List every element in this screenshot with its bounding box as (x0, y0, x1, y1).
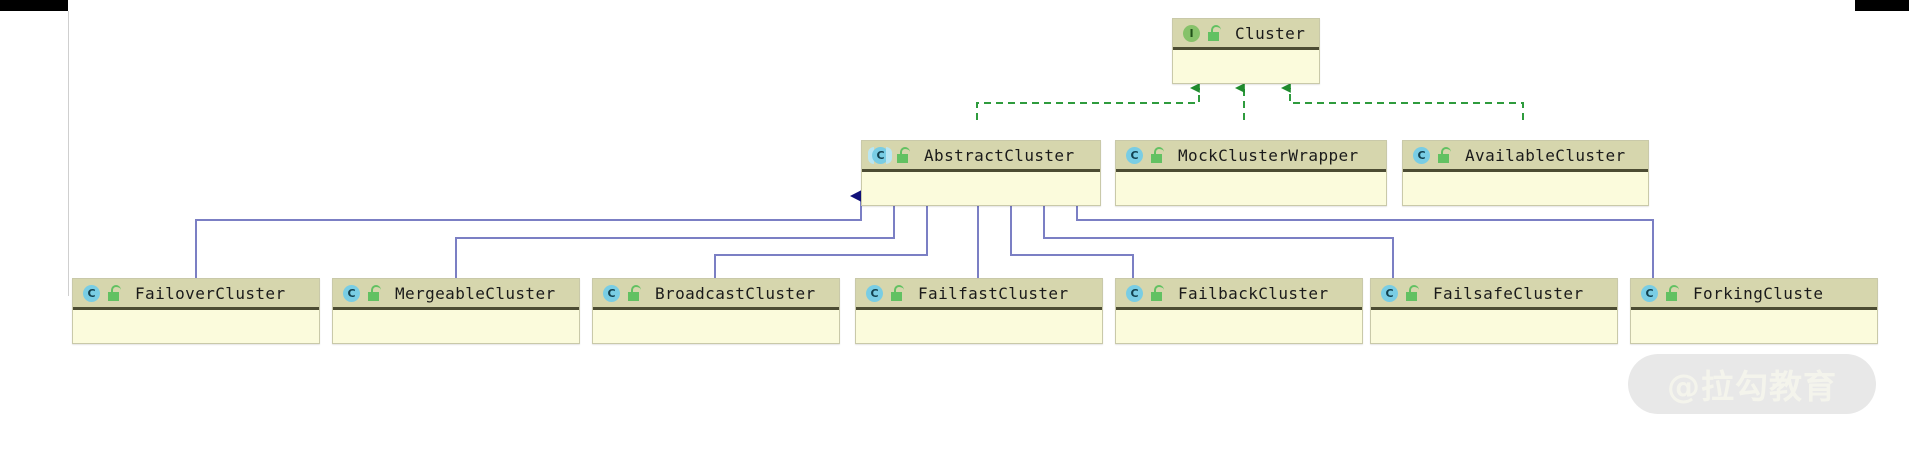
edge-availablecluster-to-cluster (1280, 83, 1524, 120)
uml-node-cluster[interactable]: I Cluster (1172, 18, 1320, 84)
node-members-compartment (333, 310, 579, 342)
node-header: C FailfastCluster (856, 279, 1102, 310)
uml-node-failbackcluster[interactable]: C FailbackCluster (1115, 278, 1363, 344)
abstract-class-icon: C (868, 146, 892, 165)
node-header: C AbstractCluster (862, 141, 1100, 172)
node-title: MergeableCluster (395, 283, 556, 303)
uml-node-failovercluster[interactable]: C FailoverCluster (72, 278, 320, 344)
node-header: C ForkingCluste (1631, 279, 1877, 310)
edge-failbackcluster-to-abstractcluster (1000, 190, 1134, 278)
class-icon: C (81, 284, 100, 303)
node-title: FailsafeCluster (1433, 283, 1584, 303)
node-members-compartment (1173, 50, 1319, 82)
node-header: C MockClusterWrapper (1116, 141, 1386, 172)
uml-node-availablecluster[interactable]: C AvailableCluster (1402, 140, 1649, 206)
node-header: C BroadcastCluster (593, 279, 839, 310)
edge-mergeablecluster-to-abstractcluster (455, 190, 895, 278)
inheritance-edges (195, 190, 1654, 278)
uml-node-forkingcluster[interactable]: C ForkingCluste (1630, 278, 1878, 344)
uml-node-mockclusterwrapper[interactable]: C MockClusterWrapper (1115, 140, 1387, 206)
node-title: ForkingCluste (1693, 283, 1824, 303)
lock-icon (895, 147, 910, 163)
uml-node-abstractcluster[interactable]: C AbstractCluster (861, 140, 1101, 206)
node-title: BroadcastCluster (655, 283, 816, 303)
node-title: FailbackCluster (1178, 283, 1329, 303)
node-members-compartment (1116, 172, 1386, 204)
class-icon: C (1379, 284, 1398, 303)
class-icon: C (864, 284, 883, 303)
uml-node-failsafecluster[interactable]: C FailsafeCluster (1370, 278, 1618, 344)
edge-failsafecluster-to-abstractcluster (1033, 190, 1394, 278)
node-title: AbstractCluster (924, 145, 1075, 165)
uml-node-failfastcluster[interactable]: C FailfastCluster (855, 278, 1103, 344)
lock-icon (626, 285, 641, 301)
edge-forkingcluster-to-abstractcluster (1066, 190, 1654, 278)
node-members-compartment (593, 310, 839, 342)
top-left-black-bar (0, 0, 68, 11)
node-members-compartment (1631, 310, 1877, 342)
node-title: FailfastCluster (918, 283, 1069, 303)
node-members-compartment (862, 172, 1100, 204)
node-members-compartment (1116, 310, 1362, 342)
lock-icon (106, 285, 121, 301)
watermark: @拉勾教育 (1628, 354, 1876, 414)
lock-icon (889, 285, 904, 301)
lock-icon (1206, 25, 1221, 41)
node-header: C FailoverCluster (73, 279, 319, 310)
class-icon: C (1124, 284, 1143, 303)
lock-icon (1149, 147, 1164, 163)
left-gutter-divider (68, 11, 69, 296)
realization-edges (976, 83, 1524, 120)
uml-node-mergeablecluster[interactable]: C MergeableCluster (332, 278, 580, 344)
edge-broadcastcluster-to-abstractcluster (714, 190, 928, 278)
node-title: MockClusterWrapper (1178, 145, 1359, 165)
lock-icon (1664, 285, 1679, 301)
node-header: C AvailableCluster (1403, 141, 1648, 172)
class-icon: C (341, 284, 360, 303)
lock-icon (1149, 285, 1164, 301)
node-members-compartment (73, 310, 319, 342)
lock-icon (1436, 147, 1451, 163)
node-title: AvailableCluster (1465, 145, 1626, 165)
node-header: I Cluster (1173, 19, 1319, 50)
uml-node-broadcastcluster[interactable]: C BroadcastCluster (592, 278, 840, 344)
class-icon: C (601, 284, 620, 303)
class-icon: C (1124, 146, 1143, 165)
class-icon: C (1411, 146, 1430, 165)
top-right-black-bar (1855, 0, 1909, 11)
node-header: C FailbackCluster (1116, 279, 1362, 310)
class-icon: C (1639, 284, 1658, 303)
edge-abstractcluster-to-cluster (976, 83, 1200, 120)
node-header: C FailsafeCluster (1371, 279, 1617, 310)
node-members-compartment (1403, 172, 1648, 204)
node-title: FailoverCluster (135, 283, 286, 303)
interface-icon: I (1181, 24, 1200, 43)
lock-icon (366, 285, 381, 301)
node-members-compartment (856, 310, 1102, 342)
lock-icon (1404, 285, 1419, 301)
node-members-compartment (1371, 310, 1617, 342)
node-header: C MergeableCluster (333, 279, 579, 310)
node-title: Cluster (1235, 23, 1306, 43)
edge-failovercluster-to-abstractcluster (195, 190, 862, 278)
